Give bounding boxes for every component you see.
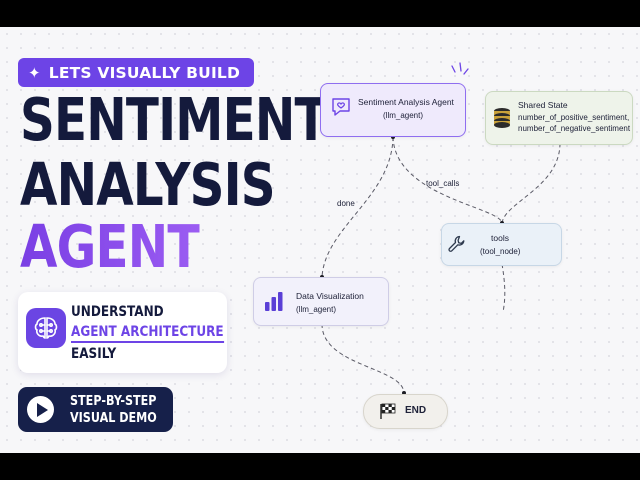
checkered-flag-icon bbox=[380, 403, 396, 419]
brain-circuit-icon bbox=[26, 308, 66, 348]
shared-state-field-1: number_of_positive_sentiment, bbox=[518, 113, 630, 122]
chat-heart-icon bbox=[332, 98, 350, 116]
attention-marks-icon bbox=[451, 62, 469, 75]
data-visualization-node[interactable]: Data Visualization (llm_agent) bbox=[253, 277, 389, 326]
understand-line-2: AGENT ARCHITECTURE bbox=[71, 324, 224, 343]
edge-dataviz-to-end bbox=[321, 323, 405, 395]
sentiment-node-title: Sentiment Analysis Agent bbox=[358, 97, 454, 107]
understand-card: UNDERSTAND AGENT ARCHITECTURE EASILY bbox=[18, 292, 227, 373]
play-icon bbox=[27, 396, 54, 423]
dataviz-node-title: Data Visualization bbox=[296, 291, 364, 301]
understand-line-3: EASILY bbox=[71, 346, 117, 362]
edge-sentiment-to-tools bbox=[392, 136, 503, 224]
shared-state-field-2: number_of_negative_sentiment bbox=[518, 124, 631, 133]
tools-node[interactable]: tools (tool_node) bbox=[441, 223, 562, 266]
lets-visually-build-badge: ✦ LETS VISUALLY BUILD bbox=[18, 58, 255, 87]
wrench-icon bbox=[448, 235, 465, 252]
sentiment-node-sub: (llm_agent) bbox=[383, 111, 424, 120]
tools-node-title: tools bbox=[491, 233, 509, 243]
sparkle-icon: ✦ bbox=[28, 63, 41, 82]
tools-node-sub: (tool_node) bbox=[480, 247, 521, 256]
shared-state-node[interactable]: Shared State number_of_positive_sentimen… bbox=[485, 91, 633, 145]
headline-line-3: AGENT bbox=[20, 212, 200, 281]
demo-line-2: VISUAL DEMO bbox=[70, 411, 157, 426]
thumbnail-canvas: ✦ LETS VISUALLY BUILD SENTIMENT ANALYSIS… bbox=[0, 27, 640, 453]
sentiment-analysis-agent-node[interactable]: Sentiment Analysis Agent (llm_agent) bbox=[320, 83, 466, 137]
understand-line-1: UNDERSTAND bbox=[71, 304, 164, 320]
shared-state-title: Shared State bbox=[518, 100, 568, 110]
edge-label-done: done bbox=[337, 199, 355, 208]
dataviz-node-sub: (llm_agent) bbox=[296, 305, 337, 314]
edge-sentiment-to-dataviz bbox=[321, 136, 394, 278]
database-icon bbox=[494, 108, 510, 128]
demo-line-1: STEP-BY-STEP bbox=[70, 394, 157, 409]
badge-label: LETS VISUALLY BUILD bbox=[48, 63, 241, 82]
end-node[interactable]: END bbox=[363, 394, 448, 429]
edge-tools-below bbox=[501, 263, 506, 313]
visual-demo-button[interactable]: STEP-BY-STEP VISUAL DEMO bbox=[18, 387, 173, 432]
headline-line-1: SENTIMENT bbox=[20, 85, 328, 154]
edge-label-tool-calls: tool_calls bbox=[426, 179, 460, 188]
edge-tools-to-shared bbox=[501, 142, 561, 224]
headline-line-2: ANALYSIS bbox=[20, 150, 276, 219]
end-node-title: END bbox=[405, 405, 427, 416]
bar-chart-icon bbox=[265, 292, 283, 311]
